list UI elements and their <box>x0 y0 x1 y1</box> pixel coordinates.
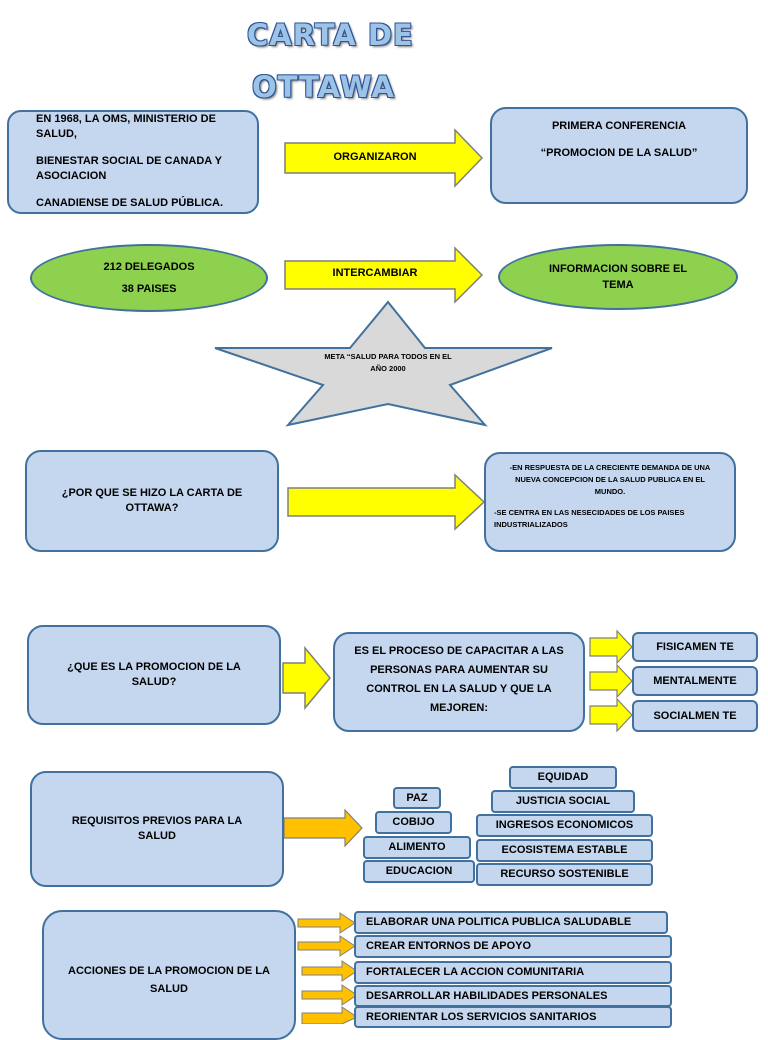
req-ecosistema-estable: ECOSISTEMA ESTABLE <box>476 839 653 862</box>
box-proceso: ES EL PROCESO DE CAPACITAR A LAS PERSONA… <box>333 632 585 732</box>
label-intercambiar: INTERCAMBIAR <box>332 267 418 279</box>
req-cobijo: COBIJO <box>375 811 452 834</box>
organizers-line-2: BIENESTAR SOCIAL DE CANADA Y ASOCIACION <box>36 155 222 182</box>
conference-line-1: PRIMERA CONFERENCIA <box>551 120 687 132</box>
box-primera-conferencia: PRIMERA CONFERENCIA “PROMOCION DE LA SAL… <box>490 107 748 204</box>
proceso-text: ES EL PROCESO DE CAPACITAR A LAS PERSONA… <box>354 645 564 714</box>
respuesta-line-2: -SE CENTRA EN LAS NESECIDADES DE LOS PAI… <box>494 508 685 529</box>
box-organizers: EN 1968, LA OMS, MINISTERIO DE SALUD, BI… <box>7 110 259 214</box>
arrow-intercambiar <box>284 246 484 304</box>
conference-line-2: “PROMOCION DE LA SALUD” <box>540 147 698 159</box>
respuesta-line-1: -EN RESPUESTA DE LA CRECIENTE DEMANDA DE… <box>509 463 711 496</box>
por-que-text: ¿POR QUE SE HIZO LA CARTA DE OTTAWA? <box>61 487 243 514</box>
box-por-que: ¿POR QUE SE HIZO LA CARTA DE OTTAWA? <box>25 450 279 552</box>
delegados-line-2: 38 PAISES <box>121 283 177 295</box>
organizers-line-1: EN 1968, LA OMS, MINISTERIO DE SALUD, <box>36 113 216 140</box>
req-educacion: EDUCACION <box>363 860 475 883</box>
box-respuesta: -EN RESPUESTA DE LA CRECIENTE DEMANDA DE… <box>484 452 736 552</box>
label-organizaron: ORGANIZARON <box>333 151 417 163</box>
ellipse-delegados: 212 DELEGADOS 38 PAISES <box>30 244 268 312</box>
arrow-que-es <box>282 645 331 711</box>
action-entornos: CREAR ENTORNOS DE APOYO <box>354 935 672 958</box>
acciones-text: ACCIONES DE LA PROMOCION DE LA SALUD <box>68 965 270 995</box>
arrow-action-2 <box>297 935 356 957</box>
delegados-line-1: 212 DELEGADOS <box>103 261 195 273</box>
star-shape <box>214 300 553 427</box>
action-servicios: REORIENTAR LOS SERVICIOS SANITARIOS <box>354 1006 672 1028</box>
arrow-organizaron <box>284 128 484 188</box>
title-line-2: OTTAWA <box>252 70 395 104</box>
action-accion-comunitaria: FORTALECER LA ACCION COMUNITARIA <box>354 961 672 984</box>
box-que-es: ¿QUE ES LA PROMOCION DE LA SALUD? <box>27 625 281 725</box>
informacion-text: INFORMACION SOBRE EL TEMA <box>548 263 688 291</box>
arrow-por-que <box>287 473 486 531</box>
action-politica: ELABORAR UNA POLITICA PUBLICA SALUDABLE <box>354 911 668 934</box>
req-alimento: ALIMENTO <box>363 836 471 859</box>
arrow-action-4 <box>301 984 358 1006</box>
req-paz: PAZ <box>393 787 441 809</box>
action-habilidades: DESARROLLAR HABILIDADES PERSONALES <box>354 985 672 1007</box>
que-es-text: ¿QUE ES LA PROMOCION DE LA SALUD? <box>67 661 241 688</box>
arrow-action-3 <box>301 960 358 982</box>
req-ingresos-economicos: INGRESOS ECONOMICOS <box>476 814 653 837</box>
star-text: META “SALUD PARA TODOS EN EL AÑO 2000 <box>324 352 452 373</box>
option-mentalmente: MENTALMENTE <box>632 666 758 696</box>
box-acciones: ACCIONES DE LA PROMOCION DE LA SALUD <box>42 910 296 1040</box>
title-line-1: CARTA DE <box>247 18 414 52</box>
box-requisitos: REQUISITOS PREVIOS PARA LA SALUD <box>30 771 284 887</box>
arrow-mentalmente <box>589 663 633 699</box>
arrow-fisicamente <box>589 629 633 665</box>
ellipse-informacion: INFORMACION SOBRE EL TEMA <box>498 244 738 310</box>
arrow-action-5 <box>301 1006 359 1024</box>
arrow-socialmente <box>589 697 633 733</box>
arrow-action-1 <box>297 912 356 934</box>
req-equidad: EQUIDAD <box>509 766 617 789</box>
organizers-line-3: CANADIENSE DE SALUD PÚBLICA. <box>36 197 224 209</box>
req-justicia-social: JUSTICIA SOCIAL <box>491 790 635 813</box>
option-socialmente: SOCIALMEN TE <box>632 700 758 732</box>
option-fisicamente: FISICAMEN TE <box>632 632 758 662</box>
requisitos-text: REQUISITOS PREVIOS PARA LA SALUD <box>71 815 243 842</box>
arrow-requisitos <box>283 808 363 848</box>
req-recurso-sostenible: RECURSO SOSTENIBLE <box>476 863 653 886</box>
